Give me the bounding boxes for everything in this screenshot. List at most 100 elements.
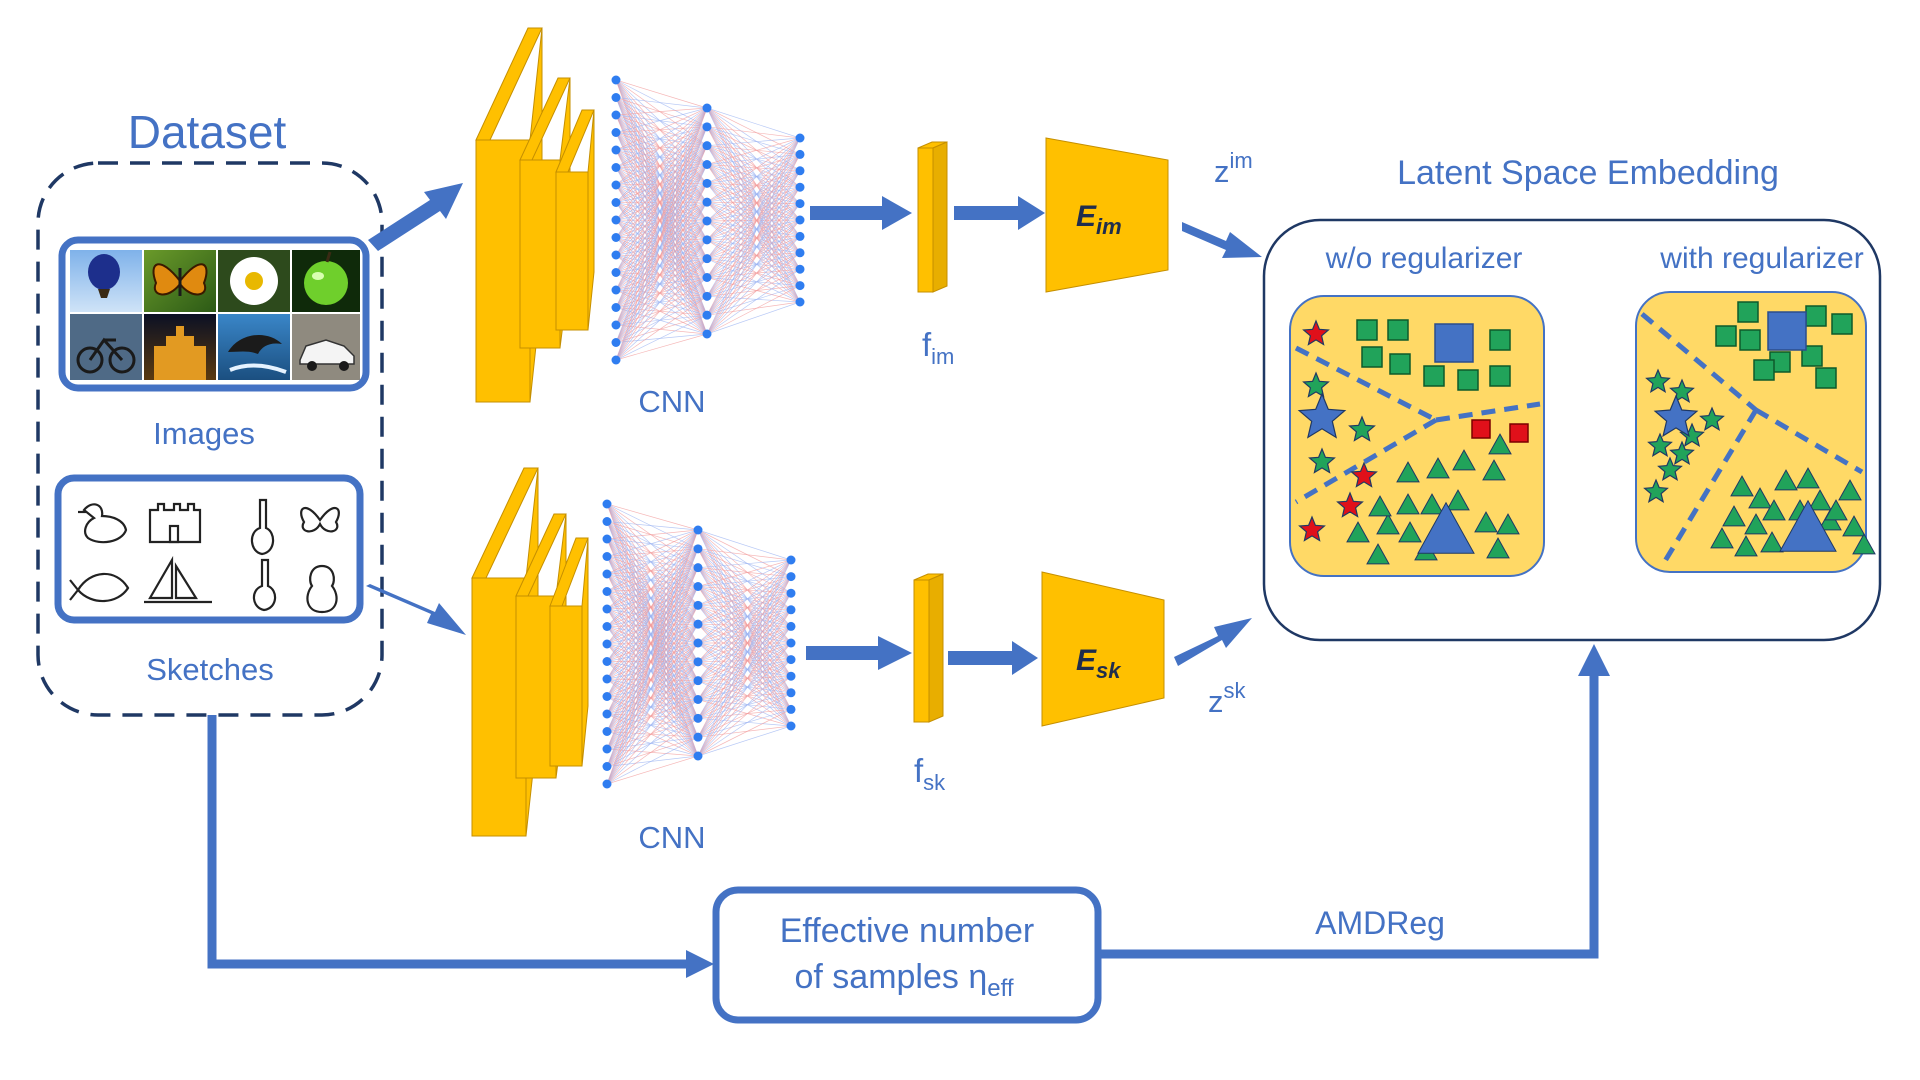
nn-node: [602, 674, 612, 684]
nn-node: [611, 75, 621, 85]
nn-connection: [706, 154, 801, 222]
nn-connection: [606, 573, 699, 663]
nn-connection: [697, 592, 792, 644]
nn-node: [795, 215, 805, 225]
nn-node: [611, 285, 621, 295]
nn-node: [611, 198, 621, 207]
nn-connection: [706, 203, 801, 316]
nn-connection: [706, 252, 801, 335]
nn-connection: [697, 675, 792, 757]
nn-connection: [606, 713, 699, 719]
nn-connection: [615, 254, 708, 335]
nn-connection: [697, 559, 792, 606]
nn-connection: [706, 182, 801, 204]
nn-connection: [615, 184, 708, 297]
nn-connection: [606, 680, 699, 750]
triangle-marker: [1730, 475, 1754, 497]
nn-connection: [615, 201, 708, 238]
nn-connection: [697, 559, 792, 587]
nn-connection: [706, 186, 801, 278]
nn-connection: [697, 642, 792, 757]
nn-connection: [706, 154, 801, 316]
nn-connection: [706, 145, 801, 155]
nn-connection: [615, 132, 708, 222]
nn-connection: [706, 170, 801, 184]
nn-node: [693, 695, 703, 704]
nn-connection: [706, 170, 801, 297]
nn-connection: [606, 605, 699, 697]
nn-connection: [706, 107, 801, 221]
nn-connection: [615, 183, 708, 256]
nn-connection: [615, 289, 708, 297]
star-marker: [1699, 406, 1725, 431]
nn-connection: [615, 202, 708, 297]
nn-connection: [697, 567, 792, 577]
nn-node: [795, 133, 805, 143]
nn-node: [795, 297, 805, 307]
sketch-butterfly-icon: [300, 507, 340, 533]
nn-connection: [615, 277, 708, 343]
nn-connection: [606, 661, 699, 697]
nn-connection: [706, 236, 801, 278]
nn-connection: [706, 220, 801, 254]
nn-connection: [615, 184, 708, 278]
nn-connection: [706, 145, 801, 204]
nn-connection: [606, 661, 699, 715]
nn-connection: [706, 145, 801, 172]
nn-connection: [697, 725, 792, 738]
nn-connection: [606, 623, 699, 785]
nn-node: [702, 254, 712, 264]
nn-connection: [706, 137, 801, 147]
z-sk-label: zsk: [1208, 678, 1247, 719]
nn-connection: [606, 731, 699, 738]
nn-connection: [706, 137, 801, 278]
nn-node: [702, 141, 712, 151]
nn-connection: [697, 559, 792, 663]
effective-samples-box: [712, 886, 1102, 1024]
nn-connection: [615, 201, 708, 221]
nn-connection: [697, 661, 792, 710]
nn-connection: [697, 529, 792, 627]
f-im-feature: [917, 141, 948, 293]
triangle-marker: [1398, 521, 1422, 543]
nn-node: [702, 122, 712, 132]
triangles-with-regularizer: [1710, 467, 1876, 557]
nn-connection: [697, 709, 792, 738]
nn-connection: [615, 164, 708, 238]
nn-connection: [606, 626, 699, 663]
nn-connection: [706, 145, 801, 221]
nn-connection: [706, 145, 801, 237]
nn-connection: [697, 659, 792, 663]
nn-connection: [615, 202, 708, 222]
nn-connection: [606, 591, 699, 719]
nn-connection: [606, 529, 699, 540]
nn-connection: [606, 586, 699, 662]
triangle-marker: [1779, 499, 1837, 552]
nn-connection: [615, 219, 708, 222]
nn-connection: [706, 126, 801, 237]
nn-connection: [706, 219, 801, 335]
nn-connection: [706, 252, 801, 297]
triangle-marker: [1396, 461, 1420, 483]
nn-connection: [706, 203, 801, 297]
stars-with-regularizer: [1643, 368, 1725, 503]
star-marker: [1647, 432, 1673, 457]
nn-node: [795, 231, 805, 241]
nn-connection: [606, 626, 699, 719]
nn-connection: [706, 219, 801, 278]
nn-connection: [606, 661, 699, 732]
nn-connection: [615, 107, 708, 151]
nn-node: [702, 291, 712, 301]
nn-connection: [697, 559, 792, 757]
nn-connection: [615, 219, 708, 297]
nn-connection: [697, 709, 792, 719]
nn-connection: [606, 604, 699, 610]
nn-connection: [706, 164, 801, 221]
nn-connection: [606, 678, 699, 682]
f-im-label: fim: [922, 326, 954, 369]
f-sk-label: fsk: [914, 752, 946, 795]
without-regularizer-label: w/o regularizer: [1325, 242, 1523, 275]
nn-connection: [606, 678, 699, 719]
nn-connection: [606, 608, 699, 757]
nn-connection: [606, 548, 699, 645]
